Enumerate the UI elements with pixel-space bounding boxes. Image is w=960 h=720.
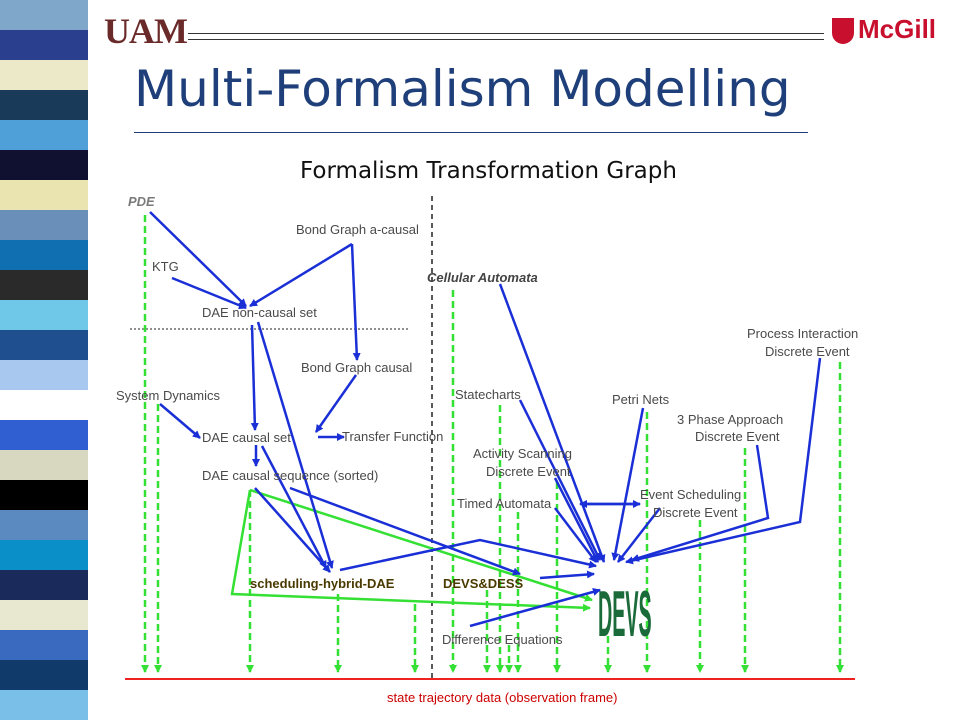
node-process-interaction: Process Interaction [747, 326, 858, 341]
stripe-block [0, 660, 88, 690]
arrow-process-devs [625, 357, 822, 565]
mcgill-logo: McGill [858, 14, 937, 44]
blue-arrows [149, 211, 822, 628]
stripe-block [0, 240, 88, 270]
arrow-daeseq-hybrid [254, 487, 331, 573]
node-event-scheduling-2: Discrete Event [653, 505, 738, 520]
node-scheduling-hybrid-dae: scheduling-hybrid-DAE [250, 576, 395, 591]
decorative-stripe [0, 0, 88, 720]
arrow-activity-devs [553, 477, 600, 563]
stripe-block [0, 510, 88, 540]
stripe-block [0, 630, 88, 660]
arrow-diffeq-devs [469, 588, 601, 628]
arrow-eventsched-devs [617, 507, 661, 563]
header-rule-top [188, 33, 824, 34]
node-event-scheduling: Event Scheduling [640, 487, 741, 502]
node-difference-equations: Difference Equations [442, 632, 563, 647]
node-timed-automata: Timed Automata [457, 496, 552, 511]
stripe-block [0, 690, 88, 720]
header-rule-bottom [188, 39, 824, 40]
node-activity-scanning: Activity Scanning [473, 446, 572, 461]
arrow-devsdess-devs [539, 570, 595, 580]
node-statecharts: Statecharts [455, 387, 521, 402]
arrow-daecs-hybrid [260, 445, 328, 569]
arrow-petri-devs [611, 407, 645, 561]
slide-subtitle: Formalism Transformation Graph [300, 158, 677, 184]
stripe-block [0, 60, 88, 90]
stripe-block [0, 540, 88, 570]
title-underline [134, 132, 808, 133]
node-dae-noncausal: DAE non-causal set [202, 305, 317, 320]
arrow-statecharts-devs [518, 399, 602, 561]
node-dae-causal-sequence: DAE causal sequence (sorted) [202, 468, 378, 483]
stripe-block [0, 270, 88, 300]
node-devs: DEVS [598, 579, 652, 651]
arrow-ca-devs [498, 283, 606, 563]
stripe-block [0, 120, 88, 150]
node-ktg: KTG [152, 259, 179, 274]
node-pde: PDE [128, 194, 155, 209]
node-system-dynamics: System Dynamics [116, 388, 221, 403]
stripe-block [0, 360, 88, 390]
arrow-bga-bgc [350, 243, 361, 361]
node-three-phase-2: Discrete Event [695, 429, 780, 444]
arrow-daeseq-devs-green-2 [249, 488, 593, 602]
stripe-block [0, 0, 88, 30]
node-devs-dess: DEVS&DESS [443, 576, 524, 591]
stripe-block [0, 480, 88, 510]
node-transfer-function: Transfer Function [342, 429, 443, 444]
node-three-phase: 3 Phase Approach [677, 412, 783, 427]
arrow-pde-daenc [149, 211, 247, 307]
arrow-bga-daenc [249, 242, 353, 308]
stripe-block [0, 300, 88, 330]
arrow-sysdyn-daecs [159, 403, 201, 439]
stripe-block [0, 150, 88, 180]
node-process-interaction-2: Discrete Event [765, 344, 850, 359]
stripe-block [0, 90, 88, 120]
stripe-block [0, 450, 88, 480]
uam-logo: UAM [104, 11, 188, 51]
node-bond-graph-causal: Bond Graph causal [301, 360, 412, 375]
arrow-ktg-daenc [171, 276, 247, 310]
arrow-daenc-hybrid [256, 321, 334, 569]
stripe-block [0, 210, 88, 240]
stripe-block [0, 180, 88, 210]
node-dae-causal-set: DAE causal set [202, 430, 291, 445]
node-activity-scanning-2: Discrete Event [486, 464, 571, 479]
node-state-trajectory: state trajectory data (observation frame… [387, 690, 618, 705]
node-bond-graph-acausal: Bond Graph a-causal [296, 222, 419, 237]
arrow-hybrid-devs [339, 538, 597, 572]
arrow-daeseq-devsdess [289, 486, 521, 576]
stripe-block [0, 570, 88, 600]
arrow-bgc-daecs [314, 374, 358, 433]
arrow-3phase-devs [631, 444, 770, 562]
mcgill-shield-icon [832, 18, 854, 44]
node-petri-nets: Petri Nets [612, 392, 670, 407]
stripe-block [0, 330, 88, 360]
slide-title: Multi-Formalism Modelling [134, 60, 791, 118]
node-cellular-automata: Cellular Automata [427, 270, 538, 285]
stripe-block [0, 600, 88, 630]
stripe-block [0, 30, 88, 60]
arrow-daeseq-devs-green [230, 489, 591, 612]
arrow-timed-devs [554, 507, 597, 563]
arrow-daenc-daecs [250, 324, 259, 431]
stripe-block [0, 420, 88, 450]
stripe-block [0, 390, 88, 420]
